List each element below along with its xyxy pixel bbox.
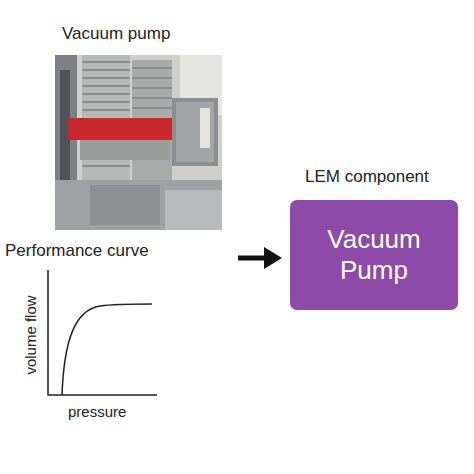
component-box: LEM componentVacuum Pump <box>290 200 458 310</box>
performance-curve-plot <box>48 270 157 395</box>
axis-label: volume flow <box>20 295 40 374</box>
component-name: Vacuum Pump <box>314 224 434 286</box>
axis-label: pressure <box>68 402 126 422</box>
component-heading: LEM component <box>305 167 429 187</box>
photo-title: Vacuum pump <box>62 24 170 44</box>
plot-curve <box>62 304 152 395</box>
plot-title: Performance curve <box>5 241 149 261</box>
plot-axes <box>48 270 157 395</box>
pump-photo <box>55 55 222 230</box>
flow-arrow <box>238 247 282 269</box>
